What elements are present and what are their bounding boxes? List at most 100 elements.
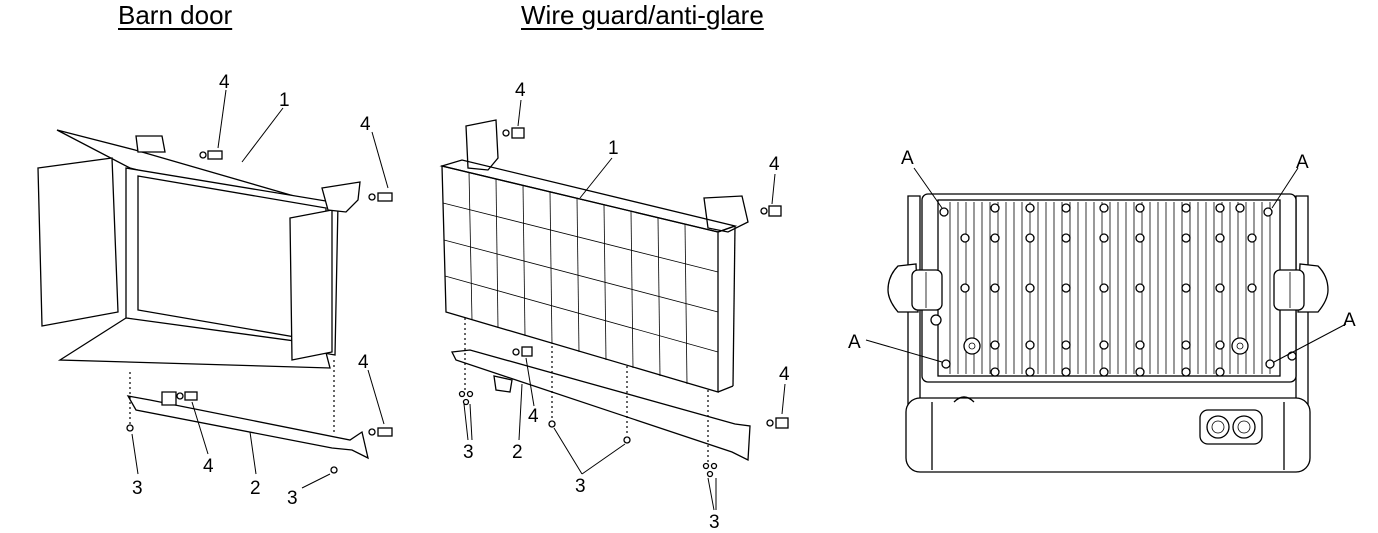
leader-line	[1271, 167, 1299, 209]
fixture-base-detail	[953, 396, 975, 403]
lock-knob-icon	[1231, 337, 1249, 355]
leader-line	[241, 107, 284, 163]
lock-knob-icon	[963, 337, 981, 355]
screw-icon	[176, 391, 198, 401]
leader-line	[191, 401, 209, 455]
screw-icon	[512, 346, 533, 357]
grid-line	[657, 217, 661, 377]
barn-door-rail-bracket	[161, 391, 177, 406]
corner-screw-icon	[941, 359, 951, 369]
leader-line	[865, 339, 943, 363]
callout-4: 4	[219, 72, 230, 93]
screw-icon	[502, 127, 525, 139]
wire-guard-edge	[717, 385, 734, 393]
barn-door-left-flap	[37, 157, 119, 327]
grid-line	[684, 223, 688, 385]
screw-icon	[199, 150, 223, 160]
leader-line	[217, 89, 227, 149]
callout-4: 4	[203, 456, 214, 477]
corner-screw-icon	[939, 207, 949, 217]
leader-line	[781, 383, 786, 415]
callout-3: 3	[463, 442, 474, 463]
leader-line	[367, 369, 385, 425]
tilt-handle-icon	[887, 263, 943, 326]
nut-icon	[330, 466, 338, 474]
nut-icon	[623, 436, 631, 444]
callout-1: 1	[279, 90, 290, 111]
wire-guard-top-right-bracket	[703, 195, 749, 233]
wire-guard-bottom-rail	[451, 349, 751, 462]
nut-icon	[548, 420, 556, 428]
leader-line	[517, 99, 522, 127]
grid-line	[576, 197, 580, 353]
barn-door-bottom-rail	[126, 395, 369, 460]
grid-line	[549, 191, 553, 345]
grid-line	[444, 275, 719, 353]
leader-line	[131, 433, 139, 475]
barn-door-right-bracket	[321, 181, 361, 213]
tilt-handle-icon	[1273, 263, 1329, 361]
nut-icon	[458, 390, 474, 406]
corner-screw-icon	[1265, 359, 1275, 369]
callout-3: 3	[132, 478, 143, 499]
leader-line	[553, 427, 583, 475]
leader-line	[371, 131, 389, 189]
callout-2: 2	[512, 442, 523, 463]
corner-screw-icon	[1263, 207, 1273, 217]
screw-icon	[766, 417, 789, 429]
barn-door-top-bracket	[135, 135, 166, 153]
barn-door-right-flap	[289, 209, 333, 361]
callout-a: A	[1343, 310, 1356, 331]
screw-icon	[760, 205, 782, 217]
fixture-front-view: A A A A	[848, 148, 1356, 473]
grid-line	[603, 204, 607, 361]
callout-a: A	[1296, 152, 1309, 173]
barn-door-bottom-flap	[57, 317, 331, 369]
nut-icon	[126, 424, 134, 432]
leader-line	[579, 157, 613, 199]
leader-line	[581, 443, 626, 475]
callout-4: 4	[358, 352, 369, 373]
leader-line	[525, 357, 535, 407]
leader-line	[1273, 323, 1347, 363]
grid-line	[630, 210, 634, 369]
leader-line	[913, 167, 943, 209]
callout-a: A	[901, 148, 914, 169]
power-connector-icon	[1199, 409, 1263, 445]
callout-3: 3	[575, 476, 586, 497]
grid-line	[468, 171, 473, 321]
screw-icon	[368, 427, 393, 437]
grid-line	[495, 178, 499, 329]
nut-icon	[702, 462, 718, 478]
callout-4: 4	[528, 406, 539, 427]
grid-line	[442, 202, 719, 273]
leader-line	[249, 431, 257, 475]
leader-line	[469, 403, 473, 441]
leader-line	[771, 173, 776, 205]
callout-4: 4	[360, 114, 371, 135]
wire-guard-assembly: 4 1 4 4 4 2 3 3 3	[439, 80, 790, 533]
barn-door-assembly: 4 1 4 4 4 2 3 3	[37, 72, 393, 509]
leader-line	[301, 473, 331, 489]
callout-3: 3	[287, 488, 298, 509]
wire-guard-edge	[717, 225, 736, 233]
leader-line	[518, 383, 523, 441]
screw-icon	[368, 192, 393, 202]
callout-4: 4	[779, 364, 790, 385]
heatsink-bolts	[960, 203, 1257, 377]
callout-4: 4	[769, 154, 780, 175]
callout-1: 1	[608, 138, 619, 159]
grid-line	[522, 184, 526, 337]
leader-line	[707, 477, 715, 511]
wire-guard-edge	[732, 225, 736, 387]
barn-door-heading: Barn door	[118, 0, 233, 30]
barn-door-frame	[125, 167, 339, 356]
leader-line	[463, 403, 469, 441]
callout-4: 4	[515, 80, 526, 101]
callout-3: 3	[709, 512, 720, 533]
grid-line	[443, 239, 719, 313]
wire-guard-rail-bracket	[493, 375, 513, 393]
callout-a: A	[848, 332, 861, 353]
wire-guard-heading: Wire guard/anti-glare	[521, 0, 764, 30]
